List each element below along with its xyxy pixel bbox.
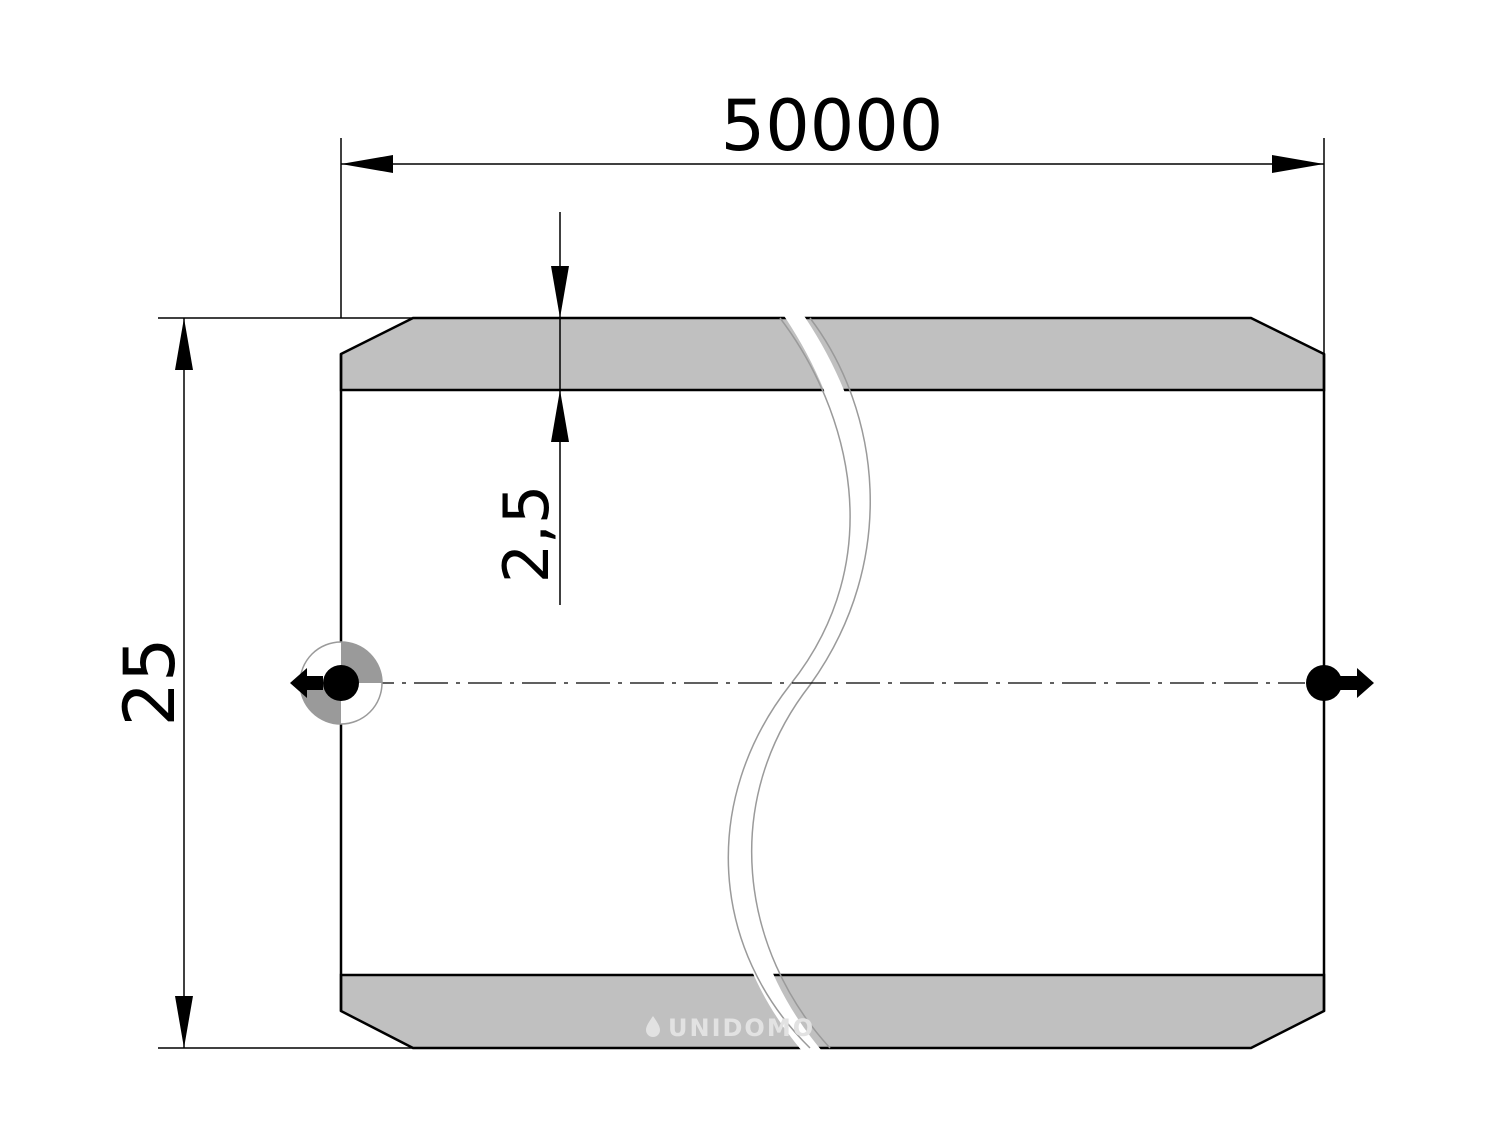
flow-start-icon (290, 641, 383, 725)
wall-thickness-dimension: 2,5 (490, 212, 569, 605)
flow-end-icon (1306, 665, 1374, 701)
length-dimension: 50000 (340, 85, 1325, 354)
diameter-dimension: 25 (109, 317, 413, 1049)
lower-wall (339, 973, 1326, 1050)
break-line (727, 310, 871, 1060)
wall-thickness-label: 2,5 (490, 485, 563, 584)
length-label: 50000 (721, 85, 944, 167)
watermark-text: UNIDOMO (668, 1014, 815, 1042)
diameter-label: 25 (109, 637, 191, 726)
watermark-logo: UNIDOMO (646, 1014, 815, 1042)
